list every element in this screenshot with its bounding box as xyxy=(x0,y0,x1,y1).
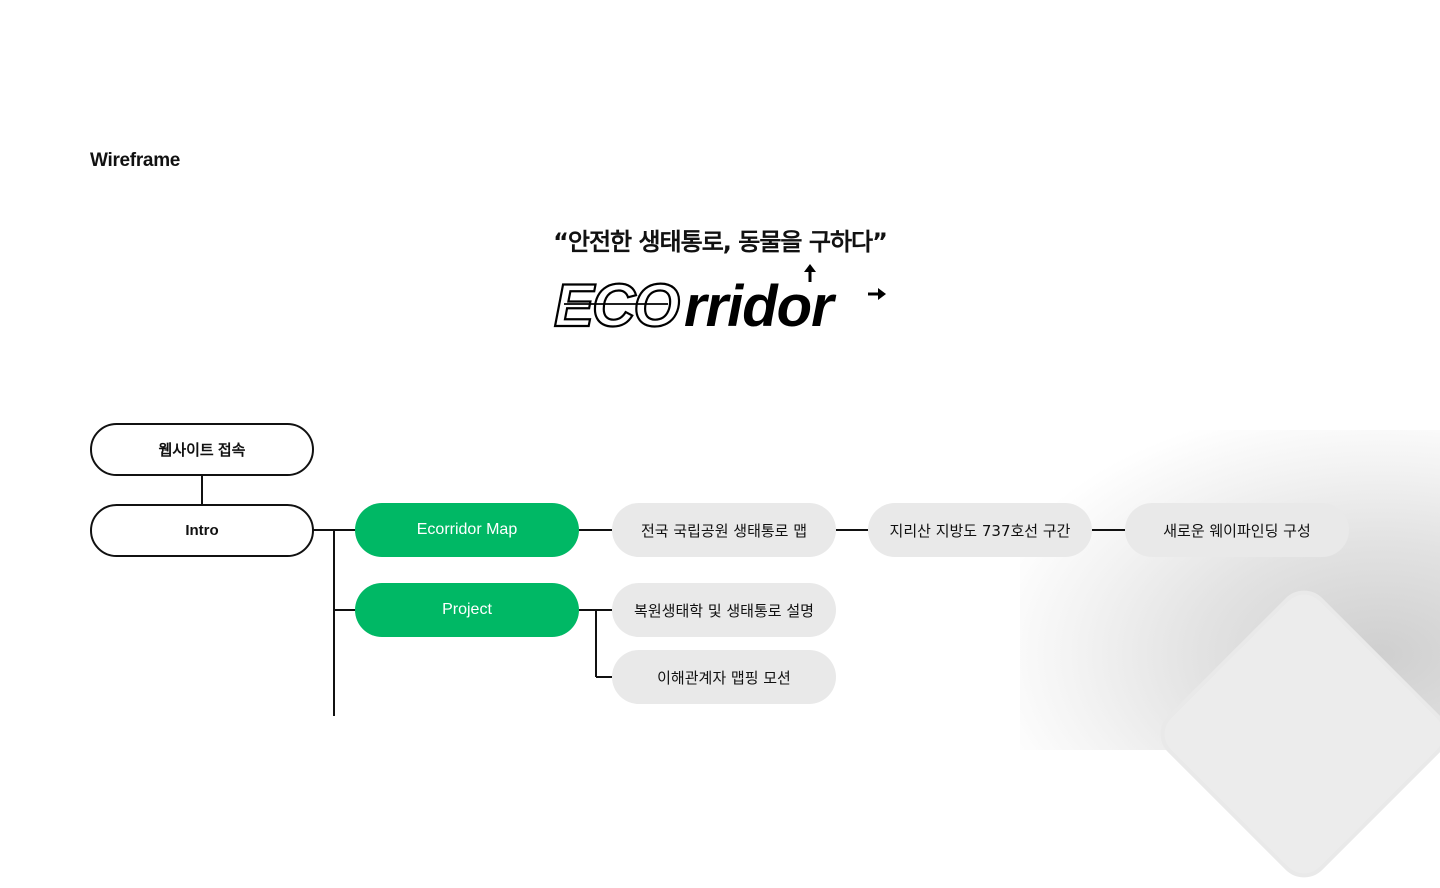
section-heading: Wireframe xyxy=(90,150,181,171)
node-label: Intro xyxy=(185,522,219,539)
svg-text:rridor: rridor xyxy=(684,274,837,336)
node-label: 이해관계자 맵핑 모션 xyxy=(657,668,791,687)
node-label: 웹사이트 접속 xyxy=(158,442,246,459)
node-restoration-ecology: 복원생태학 및 생태통로 설명 xyxy=(612,583,836,637)
node-label: 새로운 웨이파인딩 구성 xyxy=(1163,521,1311,540)
node-jirisan-section: 지리산 지방도 737호선 구간 xyxy=(868,503,1092,557)
node-label: 전국 국립공원 생태통로 맵 xyxy=(640,521,808,540)
node-stakeholder-mapping: 이해관계자 맵핑 모션 xyxy=(612,650,836,704)
node-national-park-map: 전국 국립공원 생태통로 맵 xyxy=(612,503,836,557)
node-website-access: 웹사이트 접속 xyxy=(90,423,314,476)
flow-connectors xyxy=(201,476,1125,716)
node-label: 지리산 지방도 737호선 구간 xyxy=(889,521,1071,540)
node-project: Project xyxy=(355,583,579,637)
node-wayfinding: 새로운 웨이파인딩 구성 xyxy=(1125,503,1349,557)
node-label: 복원생태학 및 생태통로 설명 xyxy=(634,601,814,620)
node-ecorridor-map: Ecorridor Map xyxy=(355,503,579,557)
node-label: Project xyxy=(442,601,492,618)
node-intro: Intro xyxy=(90,504,314,557)
ecorridor-logo: ECO rridor xyxy=(553,264,886,336)
node-label: Ecorridor Map xyxy=(416,521,518,538)
tagline: “안전한 생태통로, 동물을 구하다” xyxy=(553,228,888,256)
